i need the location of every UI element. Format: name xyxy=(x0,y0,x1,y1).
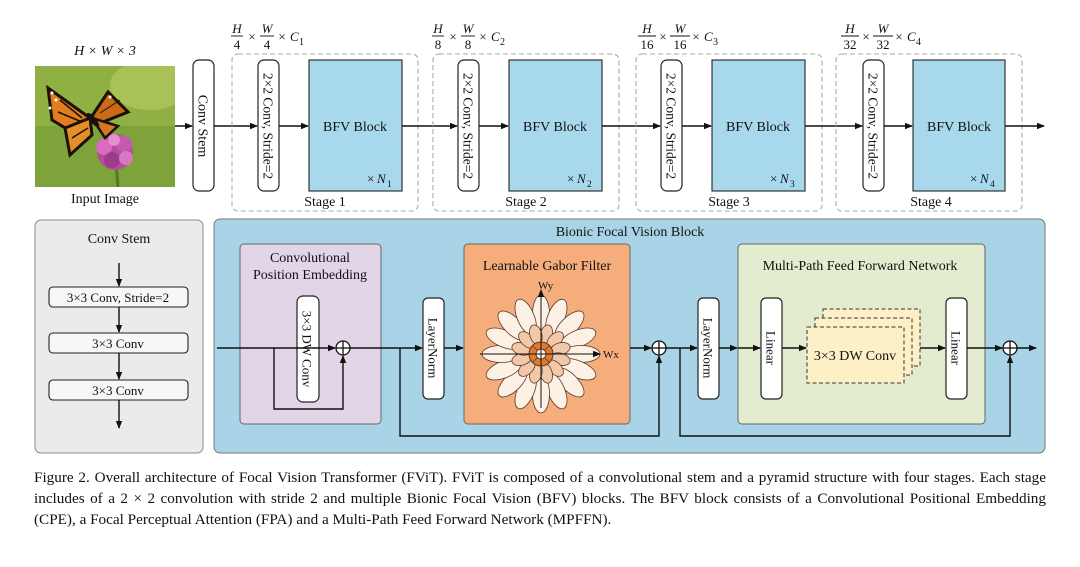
cpe-dwconv-label: 3×3 DW Conv xyxy=(300,311,315,388)
conv-stem-detail: Conv Stem 3×3 Conv, Stride=2 3×3 Conv 3×… xyxy=(34,219,204,454)
svg-text:C: C xyxy=(907,29,916,44)
gabor-title: Learnable Gabor Filter xyxy=(483,259,612,274)
conv-stem-label: Conv Stem xyxy=(195,95,210,158)
input-image xyxy=(35,66,175,187)
stage-3-w: W xyxy=(675,21,687,36)
times: × xyxy=(770,171,777,186)
stage-2-hd: 8 xyxy=(435,37,442,52)
stage-3-wd: 16 xyxy=(674,37,688,52)
stage-2-wd: 8 xyxy=(465,37,472,52)
stage-4-w: W xyxy=(878,21,890,36)
cpe-title-line-2: Position Embedding xyxy=(253,268,367,283)
input-dims: H × W × 3 xyxy=(73,44,136,59)
times: × xyxy=(862,29,869,44)
stage-3-c: 3 xyxy=(713,37,718,48)
stage-4-hd: 32 xyxy=(844,37,857,52)
times: × xyxy=(248,29,255,44)
stage-1-block-label: BFV Block xyxy=(323,120,387,135)
stage-1-downsample: 2×2 Conv, Stride=2 xyxy=(261,73,276,179)
times: × xyxy=(692,29,699,44)
stage-3-downsample: 2×2 Conv, Stride=2 xyxy=(664,73,679,179)
times: × xyxy=(659,29,666,44)
stage-3: H 16 × W 16 × C 3 2×2 Conv, Stride=2 BFV… xyxy=(635,21,823,212)
stage-2-c: 2 xyxy=(500,37,505,48)
flower-shape xyxy=(96,134,133,170)
stage-1-wd: 4 xyxy=(264,37,271,52)
times: × xyxy=(278,29,285,44)
stage-2-h: H xyxy=(432,21,443,36)
stage-2-downsample: 2×2 Conv, Stride=2 xyxy=(461,73,476,179)
cpe-dwconv-box xyxy=(296,295,320,403)
layernorm-2-label: LayerNorm xyxy=(701,318,716,379)
stage-1-frame xyxy=(231,53,419,212)
dwconv-label: 3×3 DW Conv xyxy=(814,349,896,364)
stage-1-hd: 4 xyxy=(234,37,241,52)
stage-4-repeat: 4 xyxy=(990,180,995,190)
stage-3-h: H xyxy=(641,21,652,36)
times: × xyxy=(479,29,486,44)
times: × xyxy=(449,29,456,44)
stage-4: H 32 × W 32 × C 4 2×2 Conv, Stride=2 BFV… xyxy=(835,21,1023,212)
stage-4-frame xyxy=(835,53,1023,212)
stage-2-repeat: 2 xyxy=(587,180,592,190)
stage-3-bfv-block xyxy=(711,59,806,192)
svg-text:N: N xyxy=(779,171,790,186)
stem-layer-3-label: 3×3 Conv xyxy=(92,383,144,398)
svg-text:C: C xyxy=(491,29,500,44)
stage-1-bfv-block xyxy=(308,59,403,192)
svg-text:C: C xyxy=(704,29,713,44)
dwconv-path-1 xyxy=(806,326,905,384)
bfv-block-detail: Bionic Focal Vision Block Convolutional … xyxy=(213,218,1046,454)
cpe-title-line-1: Convolutional xyxy=(270,251,350,266)
times: × xyxy=(970,171,977,186)
stage-4-c: 4 xyxy=(916,37,921,48)
stage-1-label: Stage 1 xyxy=(304,195,346,210)
svg-text:N: N xyxy=(576,171,587,186)
gabor-wy-label: Wy xyxy=(538,280,554,292)
stage-4-downsample: 2×2 Conv, Stride=2 xyxy=(866,73,881,179)
times: × xyxy=(567,171,574,186)
stage-4-wd: 32 xyxy=(877,37,890,52)
stage-2-frame xyxy=(432,53,620,212)
stage-4-bfv-block xyxy=(912,59,1006,192)
times: × xyxy=(367,171,374,186)
stage-4-label: Stage 4 xyxy=(910,195,952,210)
stem-detail-title: Conv Stem xyxy=(88,232,151,247)
stage-1-repeat: 1 xyxy=(387,180,392,190)
bfv-detail-title: Bionic Focal Vision Block xyxy=(556,225,705,240)
stage-2: H 8 × W 8 × C 2 2×2 Conv, Stride=2 BFV B… xyxy=(432,21,620,212)
stage-1-w: W xyxy=(262,21,274,36)
input-image-label: Input Image xyxy=(71,192,139,207)
stage-1: H 4 × W 4 × C 1 2×2 Conv, Stride=2 BFV B… xyxy=(231,21,419,212)
stage-3-hd: 16 xyxy=(641,37,655,52)
mpffn-title: Multi-Path Feed Forward Network xyxy=(763,259,958,274)
figure-caption: Figure 2. Overall architecture of Focal … xyxy=(34,469,1046,528)
gabor-wx-label: Wx xyxy=(603,349,619,361)
stage-2-block-label: BFV Block xyxy=(523,120,587,135)
stage-1-h: H xyxy=(231,21,242,36)
layernorm-1-label: LayerNorm xyxy=(426,318,441,379)
svg-text:N: N xyxy=(979,171,990,186)
stem-layer-1-label: 3×3 Conv, Stride=2 xyxy=(67,290,169,305)
stage-3-frame xyxy=(635,53,823,212)
stage-3-block-label: BFV Block xyxy=(726,120,790,135)
svg-text:N: N xyxy=(376,171,387,186)
stage-1-c: 1 xyxy=(299,37,304,48)
linear-2-label: Linear xyxy=(949,331,964,366)
stem-layer-2-label: 3×3 Conv xyxy=(92,336,144,351)
stage-2-w: W xyxy=(463,21,475,36)
svg-text:C: C xyxy=(290,29,299,44)
stage-3-repeat: 3 xyxy=(790,180,795,190)
stage-4-h: H xyxy=(844,21,855,36)
stage-2-bfv-block xyxy=(508,59,603,192)
stage-4-block-label: BFV Block xyxy=(927,120,991,135)
architecture-diagram: H × W × 3 Input Im xyxy=(34,21,1046,454)
times: × xyxy=(895,29,902,44)
stage-3-label: Stage 3 xyxy=(708,195,750,210)
stage-2-label: Stage 2 xyxy=(505,195,547,210)
butterfly-shape xyxy=(46,84,131,158)
linear-1-label: Linear xyxy=(764,331,779,366)
